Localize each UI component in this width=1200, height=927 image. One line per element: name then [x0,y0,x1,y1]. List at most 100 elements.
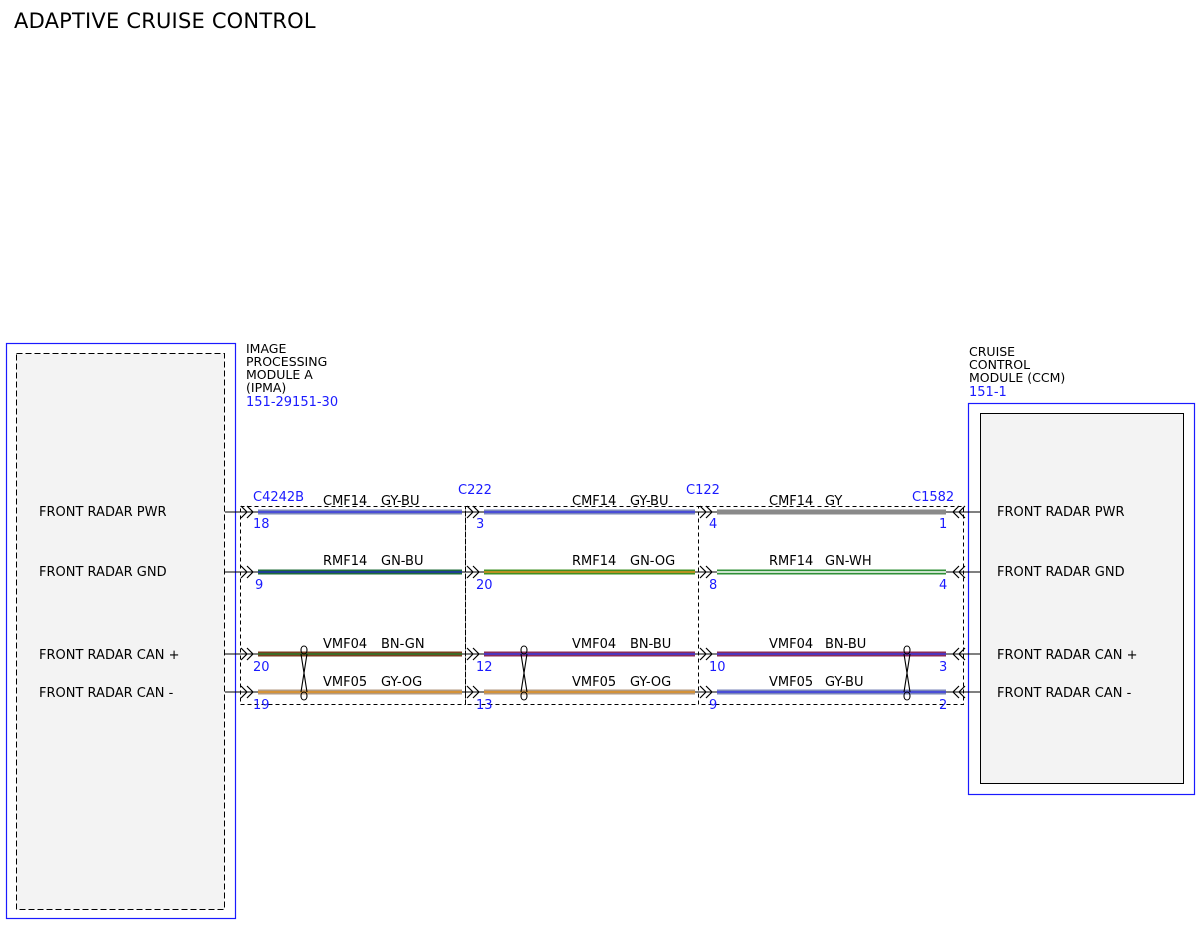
pin-arrow-icon [240,685,248,699]
pin-arrow-icon [705,685,713,699]
pin-arrow-icon [952,565,960,579]
left-module-name-line: MODULE A [246,367,313,382]
pin-arrow-icon [958,647,966,661]
pin-arrow-icon [246,565,254,579]
pin-arrow-icon [705,565,713,579]
left-module-label: IMAGE PROCESSING MODULE A (IPMA) 151-291… [246,341,338,410]
wire-color-label: GN-BU [381,554,423,569]
right-module-name-line: CONTROL [969,357,1030,372]
pin-number: 4 [939,578,947,593]
wire-row-gnd: RMF14 GN-BU RMF14 GN-OG RMF14 GN-WH 9 20… [225,554,980,593]
pin-number: 10 [709,660,726,675]
wire-color-label: BN-BU [825,637,866,652]
wire-circuit-label: VMF04 [323,637,367,652]
wire-color-label: GY-BU [630,494,669,509]
pin-number: 18 [253,517,270,532]
pin-arrow-icon [240,647,248,661]
left-module [5,342,237,920]
pin-arrow-icon [472,565,480,579]
pin-arrow-icon [958,685,966,699]
wire-color-label: GY-BU [825,675,864,690]
pin-number: 3 [476,517,484,532]
wire-circuit-label: CMF14 [769,494,813,509]
wire-color-label: GN-OG [630,554,675,569]
right-module [967,402,1196,796]
pin-arrow-icon [246,685,254,699]
wire-row-can-plus: VMF04 BN-GN VMF04 BN-BU VMF04 BN-BU 20 1… [225,637,980,675]
wire-circuit-label: VMF05 [572,675,616,690]
pin-arrow-icon [699,647,707,661]
wire-circuit-label: VMF05 [769,675,813,690]
wire-color-label: GY-OG [381,675,422,690]
pin-arrow-icon [246,647,254,661]
pin-arrow-icon [699,685,707,699]
pin-arrow-icon [472,647,480,661]
wire-circuit-label: RMF14 [572,554,616,569]
wire-circuit-label: RMF14 [323,554,367,569]
wire-color-label: GY [825,494,842,509]
twisted-pair-icon [520,645,528,701]
pin-arrow-icon [472,685,480,699]
pin-arrow-icon [246,505,254,519]
left-module-name-line: IMAGE [246,341,286,356]
pin-arrow-icon [466,565,474,579]
pin-arrow-icon [952,685,960,699]
pin-arrow-icon [958,505,966,519]
pin-arrow-icon [472,505,480,519]
wire-row-can-minus: VMF05 GY-OG VMF05 GY-OG VMF05 GY-BU 19 1… [225,675,980,713]
right-module-label: CRUISE CONTROL MODULE (CCM) 151-1 [969,344,1065,400]
left-signal-label: FRONT RADAR PWR [39,505,167,520]
pin-number: 3 [939,660,947,675]
wire-circuit-label: VMF04 [769,637,813,652]
left-signal-label: FRONT RADAR GND [39,565,167,580]
left-module-ref[interactable]: 151-29151-30 [246,395,338,410]
pin-arrow-icon [466,505,474,519]
pin-number: 20 [476,578,493,593]
connector-id[interactable]: C1582 [912,490,954,505]
wire-color-label: GN-WH [825,554,872,569]
pin-arrow-icon [240,565,248,579]
right-signal-label: FRONT RADAR CAN + [997,648,1138,663]
wire-color-label: BN-GN [381,637,425,652]
connector-id[interactable]: C122 [686,483,720,498]
pin-number: 9 [709,698,717,713]
diagram-title: ADAPTIVE CRUISE CONTROL [14,9,316,33]
pin-arrow-icon [699,565,707,579]
right-module-ref[interactable]: 151-1 [969,385,1007,400]
pin-arrow-icon [699,505,707,519]
right-signal-label: FRONT RADAR GND [997,565,1125,580]
pin-number: 1 [939,517,947,532]
wire-circuit-label: VMF04 [572,637,616,652]
right-signal-label: FRONT RADAR PWR [997,505,1125,520]
twisted-pair-icon [300,645,308,701]
pin-arrow-icon [952,647,960,661]
left-module-name-line: PROCESSING [246,354,327,369]
right-module-name-line: MODULE (CCM) [969,370,1065,385]
left-signal-label: FRONT RADAR CAN - [39,686,174,701]
pin-number: 12 [476,660,493,675]
pin-arrow-icon [466,685,474,699]
pin-number: 8 [709,578,717,593]
wire-color-label: BN-BU [630,637,671,652]
wire-circuit-label: CMF14 [323,494,367,509]
pin-arrow-icon [952,505,960,519]
right-module-name-line: CRUISE [969,344,1015,359]
connector-id[interactable]: C222 [458,483,492,498]
left-module-name-line: (IPMA) [246,380,286,395]
pin-number: 13 [476,698,493,713]
wire-color-label: GY-BU [381,494,420,509]
pin-arrow-icon [958,565,966,579]
pin-arrow-icon [240,505,248,519]
connector-outlines [240,506,964,705]
wire-row-pwr: CMF14 GY-BU CMF14 GY-BU CMF14 GY 18 3 4 … [225,494,980,532]
twisted-pair-icon [903,645,911,701]
pin-arrow-icon [466,647,474,661]
pin-arrow-icon [705,505,713,519]
wire-circuit-label: RMF14 [769,554,813,569]
pin-number: 2 [939,698,947,713]
pin-number: 9 [255,578,263,593]
pin-arrow-icon [705,647,713,661]
connector-id[interactable]: C4242B [253,490,304,505]
left-signal-label: FRONT RADAR CAN + [39,648,180,663]
